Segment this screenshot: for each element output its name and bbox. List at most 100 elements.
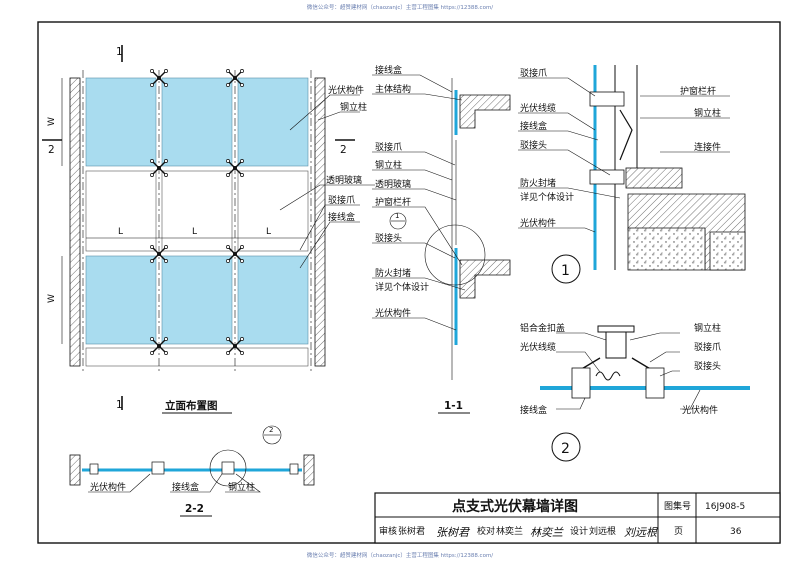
spider-claw-symbol (150, 159, 168, 177)
label-pv-component: 光伏构件 (328, 84, 364, 96)
label-see-design: 详见个体设计 (375, 281, 429, 293)
clear-glass-panel (237, 170, 309, 252)
section-1-1-title: 1-1 (444, 400, 463, 412)
label-see-design: 详见个体设计 (520, 191, 574, 203)
detail-ref-number: 2 (269, 426, 273, 434)
reviewer-name: 张树君 (398, 525, 425, 537)
section-wall (69, 454, 81, 486)
leader-line (289, 94, 360, 131)
section-2-2-title: 2-2 (185, 503, 204, 515)
title-block: 点支式光伏幕墙详图 图集号 16J908-5 审核 张树君 张树君 校对 林奕兰… (374, 492, 781, 544)
detail-2-view: 铝合金扣盖 钢立柱 光伏线缆 驳接爪 驳接头 接线盒 光伏构件 2 (520, 322, 750, 462)
spider-claw-part (589, 91, 625, 107)
pv-panel (161, 255, 233, 345)
spider-claw-symbol (150, 337, 168, 355)
clear-glass-panel (85, 170, 157, 252)
detail-number-bubble (551, 254, 581, 284)
section-1-1-view: 1 接线盒 主体结构 驳接爪 钢立柱 透明玻璃 护窗栏杆 驳接头 防火封堵 详见… (372, 64, 511, 414)
clear-glass-panel (85, 347, 309, 367)
leader-line (372, 206, 463, 266)
spider-claw-symbol (226, 159, 244, 177)
elevation-left-wall (69, 77, 81, 367)
label-steel-column: 钢立柱 (375, 159, 402, 171)
label-pv-component: 光伏构件 (375, 307, 411, 319)
leader-line (372, 169, 453, 181)
detail-ref-number: 1 (395, 212, 399, 220)
elevation-view: 1 1 2 2 W W L L L 光伏构件 钢立柱 透明玻璃 驳接爪 接线盒 … (42, 45, 375, 414)
section2-mark-right: 2 (340, 144, 347, 156)
detail-ref-bubble (262, 425, 282, 445)
leader-line (518, 112, 596, 131)
label-fire-seal: 防火封堵 (375, 267, 411, 279)
designer-signature: 刘远根 (624, 526, 658, 539)
spider-claw-symbol (226, 337, 244, 355)
spider-claw-symbol (150, 69, 168, 87)
leader-line (372, 242, 456, 259)
detail-concrete (627, 227, 706, 271)
detail-1-view: 驳接爪 护窗栏杆 光伏线缆 钢立柱 接线盒 驳接头 连接件 防火封堵 详见个体设… (518, 65, 746, 284)
leader-line (372, 74, 453, 93)
label-spider-head: 驳接头 (375, 232, 402, 244)
label-main-structure: 主体结构 (375, 83, 411, 95)
reviewer-signature: 张树君 (436, 526, 471, 539)
dim-l-label: L (266, 227, 271, 237)
clamp-part (289, 463, 299, 475)
label-pv-component: 光伏构件 (682, 404, 718, 416)
checker-signature: 林奕兰 (530, 526, 564, 539)
leader-line (556, 351, 601, 373)
leader-line (518, 227, 596, 233)
leader-line (299, 204, 360, 251)
watermark-top: 微信公众号：超赞建材网（chaozanjc）主营工程图集 https://123… (307, 3, 493, 11)
leader-line (372, 188, 457, 201)
detail-circle (209, 449, 247, 487)
leader-line (317, 111, 360, 121)
label-spider-claw: 驳接爪 (328, 194, 355, 206)
pv-panel (237, 77, 309, 167)
label-junction-box: 接线盒 (375, 64, 402, 76)
floor-slab (459, 94, 511, 129)
dim-w-label: W (47, 117, 57, 126)
label-guard-rail: 护窗栏杆 (375, 196, 411, 208)
leader-line (556, 397, 586, 410)
leader-line (88, 473, 151, 493)
detail-2-number: 2 (561, 441, 570, 457)
design-label: 设计 (570, 525, 588, 537)
watermark-bottom: 微信公众号：超赞建材网（chaozanjc）主营工程图集 https://123… (307, 551, 493, 559)
review-label: 审核 (379, 525, 397, 537)
leader-line (649, 351, 680, 363)
checker-name: 林奕兰 (496, 525, 523, 537)
spider-claws (150, 69, 244, 355)
detail-circle (424, 224, 486, 286)
spider-claw-symbol (226, 245, 244, 263)
label-junction-box: 接线盒 (328, 211, 355, 223)
spider-head-part (645, 367, 665, 399)
pv-panel (85, 77, 157, 167)
leader-line (556, 332, 607, 341)
leader-line (299, 221, 360, 269)
leader-line (372, 317, 457, 331)
detail-concrete (709, 231, 746, 271)
drawing-title: 点支式光伏幕墙详图 (452, 498, 578, 515)
clamp-part (89, 463, 99, 475)
atlas-label: 图集号 (664, 500, 691, 512)
label-junction-box: 接线盒 (172, 481, 199, 493)
label-junction-box: 接线盒 (520, 404, 547, 416)
leader-line (518, 187, 621, 199)
leader-line (279, 184, 375, 211)
clamp-part (221, 461, 235, 475)
section-2-2-view: 2 光伏构件 接线盒 钢立柱 2-2 (69, 425, 315, 517)
section2-mark-left: 2 (48, 144, 55, 156)
check-label: 校对 (477, 525, 495, 537)
label-steel-column: 钢立柱 (228, 481, 255, 493)
spider-head-part (571, 367, 591, 399)
pv-panel (85, 255, 157, 345)
pv-panel (161, 77, 233, 167)
leader-line (372, 151, 456, 166)
pv-cable-coil (595, 371, 621, 381)
dim-l-label: L (118, 227, 123, 237)
label-junction-box: 接线盒 (520, 120, 547, 132)
label-pv-component: 光伏构件 (90, 481, 126, 493)
label-spider-claw: 驳接爪 (375, 141, 402, 153)
label-spider-head: 驳接头 (520, 139, 547, 151)
designer-name: 刘远根 (589, 525, 616, 537)
